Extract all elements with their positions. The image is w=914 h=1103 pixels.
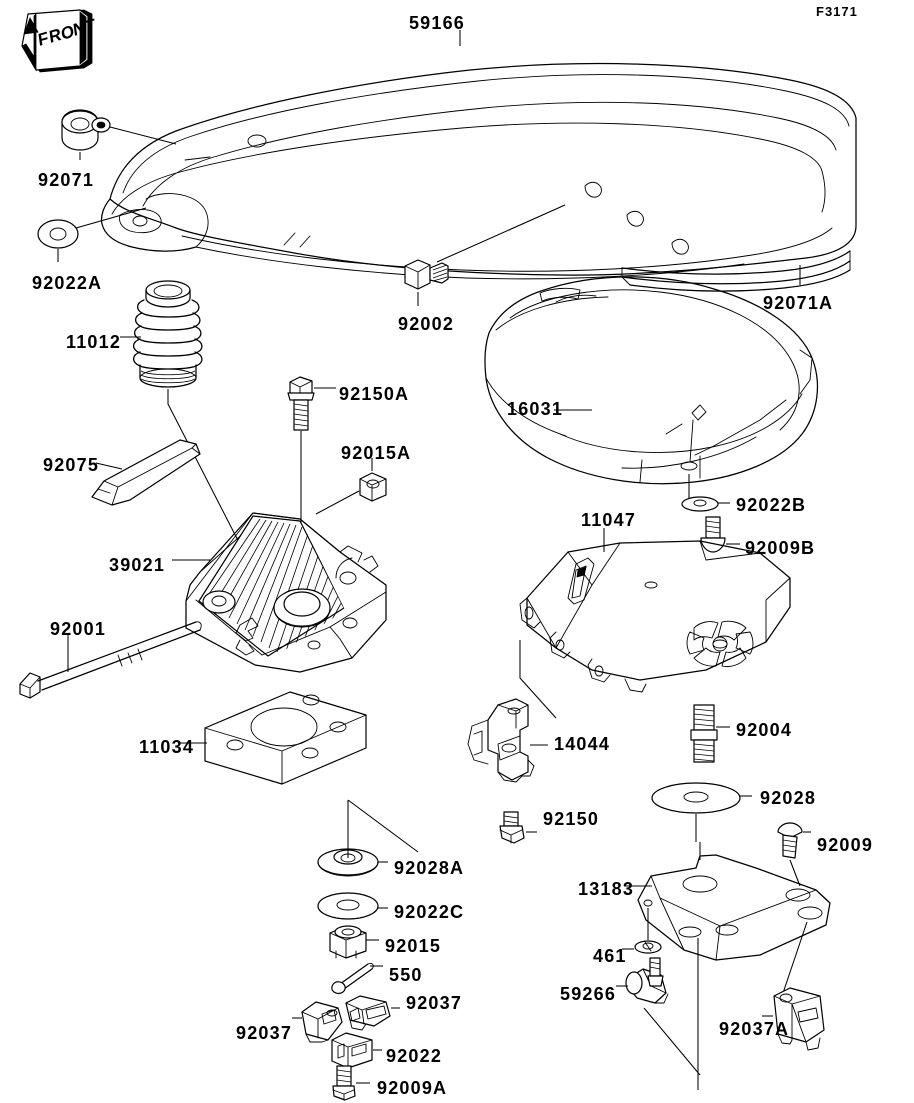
part-92150-shape [499,811,537,844]
part-14044-shape [467,698,548,783]
part-label-92075: 92075 [43,455,100,475]
part-59266-shape [616,957,701,1076]
part-label-92004: 92004 [736,720,793,740]
part-92015A-shape [315,458,387,515]
part-label-92037_2: 92037 [236,1023,293,1043]
part-461-shape [622,940,662,954]
part-label-59266: 59266 [560,984,617,1004]
part-label-11047: 11047 [581,510,637,530]
part-92037-upper-shape [345,995,400,1031]
part-92022A-shape [37,207,147,262]
svg-text:N: N [72,18,86,40]
part-label-92150a: 92150A [339,384,410,404]
part-92009B-shape [700,516,740,553]
part-label-92037a: 92037A [719,1019,790,1039]
part-label-92071: 92071 [38,170,95,190]
part-label-92022b: 92022B [736,495,807,515]
part-92015-shape [329,925,379,959]
part-92009A-shape [332,1065,370,1101]
part-label-92022: 92022 [386,1046,443,1066]
part-92004-shape [690,704,730,763]
part-13183-shape [624,842,831,1090]
part-92028-shape [651,782,752,842]
part-label-92009b: 92009B [745,538,816,558]
part-label-92071a: 92071A [763,293,834,313]
part-11034-shape [178,691,367,785]
part-label-92028: 92028 [760,788,817,808]
part-label-92002: 92002 [398,314,455,334]
part-label-14044: 14044 [554,734,611,754]
part-label-59166: 59166 [408,13,466,33]
part-label-13183: 13183 [578,879,635,899]
part-label-92015: 92015 [385,936,442,956]
part-11047-shape [519,528,791,719]
part-label-92022a: 92022A [32,273,103,293]
part-92009-shape [777,822,811,887]
part-92037A-shape [762,987,825,1051]
part-label-461: 461 [593,946,627,966]
part-92022-shape [331,1032,382,1069]
part-label-39021: 39021 [109,555,166,575]
part-label-92022c: 92022C [394,902,465,922]
part-label-92028a: 92028A [394,858,465,878]
part-92150A-shape [287,376,336,600]
svg-text:O: O [60,21,75,44]
part-39021-shape [172,512,387,673]
part-92071-shape [61,109,177,160]
part-550-shape [331,962,383,995]
part-label-92150: 92150 [543,809,600,829]
diagram-code: F3171 [816,4,858,19]
part-92001-shape [19,621,202,699]
part-label-11034: 11034 [139,737,195,757]
part-92075-shape [91,439,201,506]
part-16031-shape [484,276,819,485]
part-label-92009: 92009 [817,835,874,855]
part-59166-shape [100,62,857,292]
part-label-11012: 11012 [66,332,122,352]
part-label-92001: 92001 [50,619,107,639]
part-92028A-shape [317,799,419,877]
front-badge-shape: F R O N T [21,9,97,73]
svg-text:T: T [84,15,97,37]
svg-text:R: R [48,25,62,47]
part-92022C-shape [317,892,388,920]
part-label-92015a: 92015A [341,443,412,463]
part-label-92037: 92037 [406,993,463,1013]
part-92037-lower-shape [292,1001,343,1043]
svg-text:F: F [37,28,50,50]
part-92002-shape [404,259,449,306]
part-11012-shape [120,280,249,561]
part-label-550: 550 [389,965,423,985]
part-92022B-shape [681,474,730,512]
part-label-16031: 16031 [507,399,564,419]
part-label-92009a: 92009A [377,1078,448,1098]
